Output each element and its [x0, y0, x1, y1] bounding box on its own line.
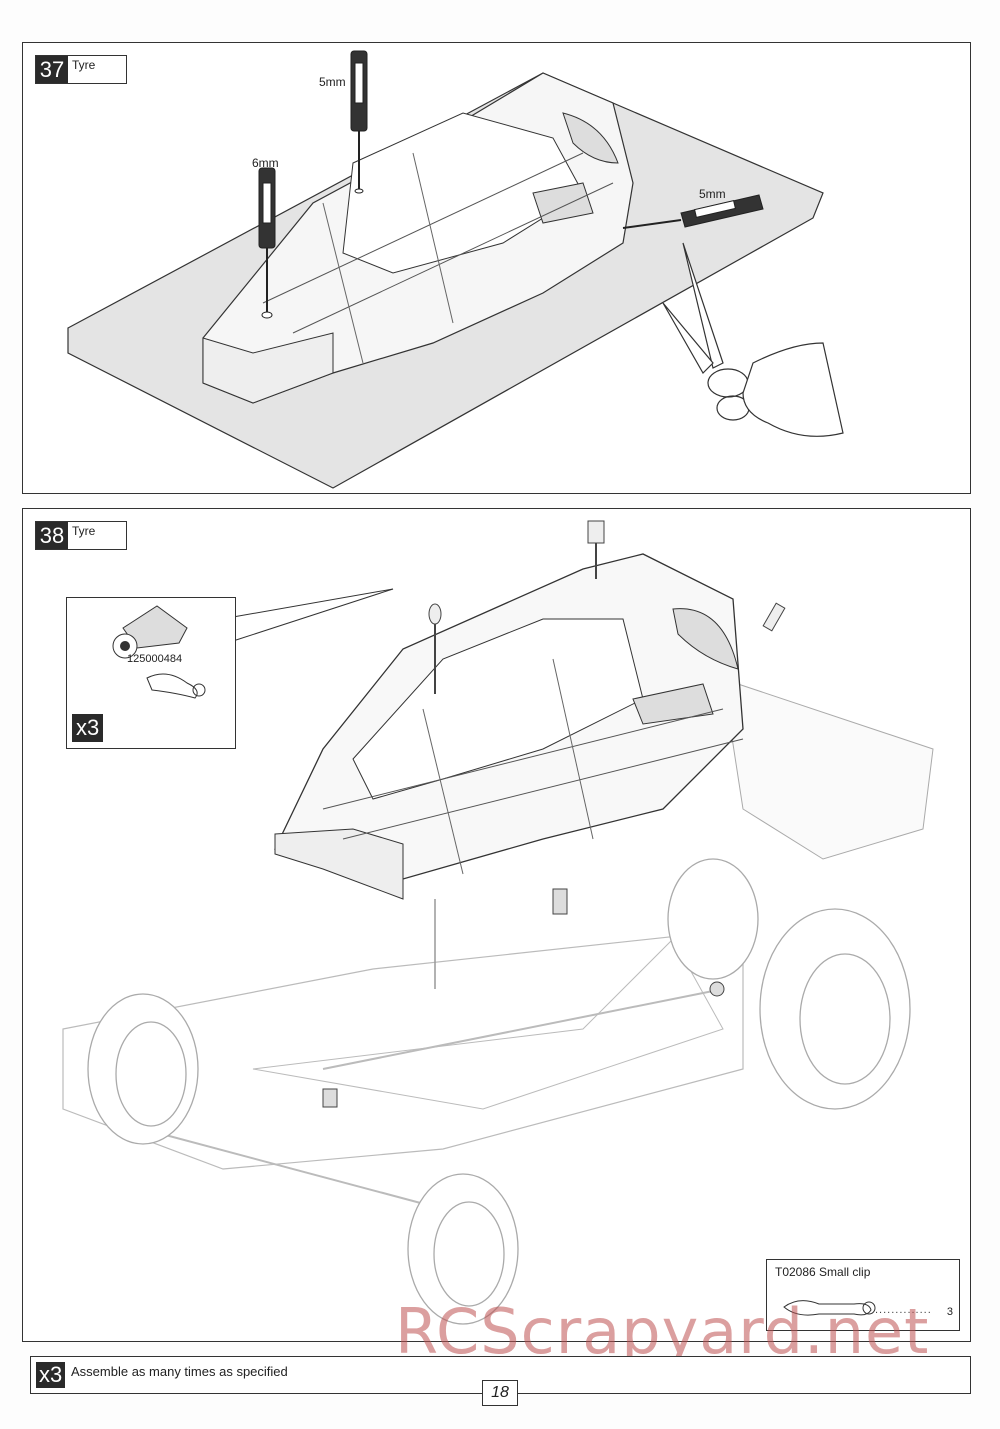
step-38-tag: 38 Tyre [35, 521, 127, 550]
step-37-label: Tyre [72, 58, 96, 72]
small-clip-icon [783, 1300, 876, 1316]
inset-part-number: 125000484 [127, 653, 183, 665]
footer-badge: x3 [36, 1362, 66, 1388]
watermark: RCScrapyard.net [395, 1295, 930, 1368]
footer-note-text: Assemble as many times as specified [71, 1364, 288, 1379]
parts-box-dots: .............. [875, 1304, 932, 1316]
body-clip-drawing [112, 605, 206, 699]
footer-note: x3 Assemble as many times as specified [30, 1356, 971, 1394]
dim-label-1: 5mm [319, 75, 346, 89]
parts-box-title: T02086 Small clip [775, 1265, 871, 1279]
parts-box-qty: 3 [946, 1306, 953, 1318]
step-37-tag: 37 Tyre [35, 55, 127, 84]
page-number: 18 [482, 1380, 518, 1406]
dim-label-2: 6mm [252, 156, 279, 170]
step-38-illustration [62, 520, 934, 1325]
step-37-panel: 37 Tyre [22, 42, 971, 494]
inset-multiplier: x3 [72, 714, 104, 742]
step-38-label: Tyre [72, 524, 96, 538]
step-38-number: 38 [36, 522, 68, 549]
step-37-number: 37 [36, 56, 68, 83]
parts-box: T02086 Small clip .............. 3 [766, 1259, 960, 1331]
clip-inset: 125000484 x3 [66, 597, 236, 749]
dim-label-3: 5mm [699, 187, 726, 201]
step-37-illustration [67, 50, 844, 489]
